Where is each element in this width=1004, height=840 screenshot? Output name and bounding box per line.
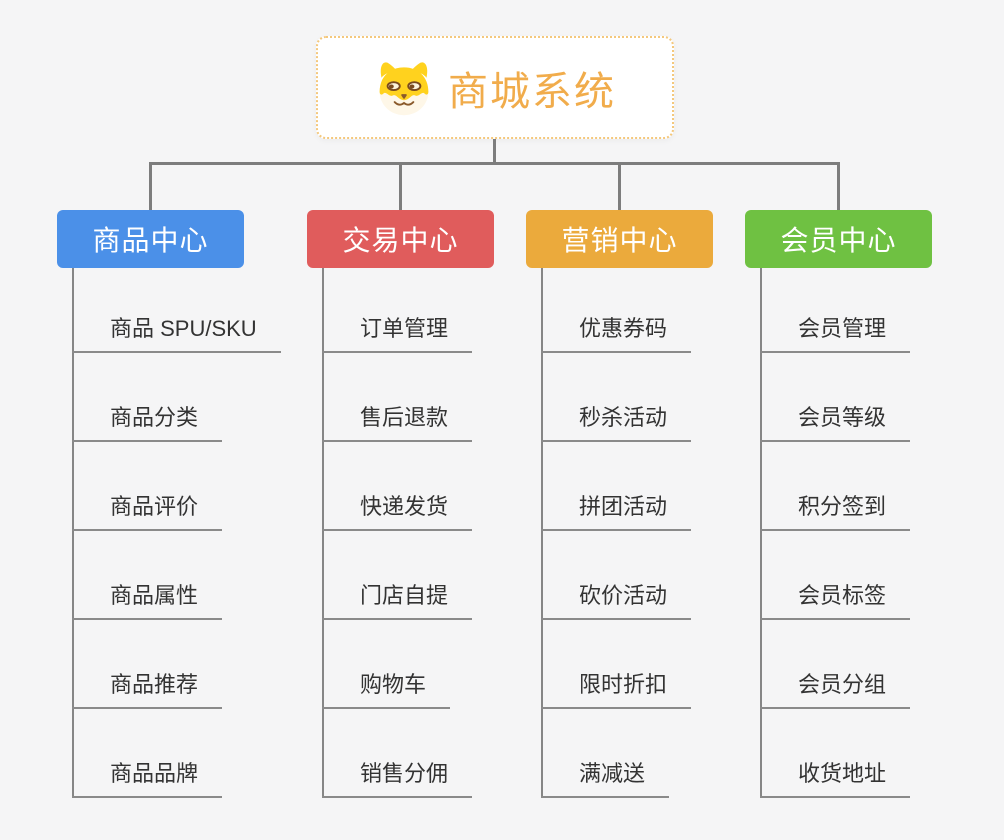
spine-trade-center xyxy=(322,268,324,798)
item-column-trade-center: 订单管理 售后退款 快递发货 门店自提 购物车 销售分佣 xyxy=(322,264,473,798)
leaf-item-order-management[interactable]: 订单管理 xyxy=(322,264,473,353)
leaf-item-member-management[interactable]: 会员管理 xyxy=(760,264,911,353)
item-column-member-center: 会员管理 会员等级 积分签到 会员标签 会员分组 收货地址 xyxy=(760,264,911,798)
connector-drop-product xyxy=(149,164,152,210)
branch-header-product-center[interactable]: 商品中心 xyxy=(57,210,244,268)
leaf-item-spend-and-save[interactable]: 满减送 xyxy=(541,709,670,798)
leaf-item-flash-sale[interactable]: 秒杀活动 xyxy=(541,353,692,442)
connector-drop-member xyxy=(837,164,840,210)
leaf-item-product-review[interactable]: 商品评价 xyxy=(72,442,223,531)
root-node-mall-system[interactable]: 商城系统 xyxy=(316,36,674,139)
leaf-item-points-checkin[interactable]: 积分签到 xyxy=(760,442,911,531)
leaf-item-product-category[interactable]: 商品分类 xyxy=(72,353,223,442)
connector-drop-trade xyxy=(399,164,402,210)
branch-header-marketing-center[interactable]: 营销中心 xyxy=(526,210,713,268)
leaf-item-member-level[interactable]: 会员等级 xyxy=(760,353,911,442)
connector-root-stub xyxy=(493,139,496,163)
leaf-item-member-groups[interactable]: 会员分组 xyxy=(760,620,911,709)
leaf-item-product-recommend[interactable]: 商品推荐 xyxy=(72,620,223,709)
connector-drop-marketing xyxy=(618,164,621,210)
spine-member-center xyxy=(760,268,762,798)
item-column-product-center: 商品 SPU/SKU 商品分类 商品评价 商品属性 商品推荐 商品品牌 xyxy=(72,264,281,798)
item-column-marketing-center: 优惠券码 秒杀活动 拼团活动 砍价活动 限时折扣 满减送 xyxy=(541,264,692,798)
root-title: 商城系统 xyxy=(448,69,616,114)
leaf-item-member-tags[interactable]: 会员标签 xyxy=(760,531,911,620)
leaf-item-coupon-code[interactable]: 优惠券码 xyxy=(541,264,692,353)
leaf-item-store-pickup[interactable]: 门店自提 xyxy=(322,531,473,620)
leaf-item-group-buy[interactable]: 拼团活动 xyxy=(541,442,692,531)
leaf-item-sales-commission[interactable]: 销售分佣 xyxy=(322,709,473,798)
leaf-item-limited-time-discount[interactable]: 限时折扣 xyxy=(541,620,692,709)
leaf-item-shopping-cart[interactable]: 购物车 xyxy=(322,620,451,709)
leaf-item-bargain-activity[interactable]: 砍价活动 xyxy=(541,531,692,620)
connector-horizontal-bar xyxy=(149,162,840,165)
leaf-item-product-spu-sku[interactable]: 商品 SPU/SKU xyxy=(72,264,281,353)
spine-product-center xyxy=(72,268,74,798)
spine-marketing-center xyxy=(541,268,543,798)
leaf-item-product-attribute[interactable]: 商品属性 xyxy=(72,531,223,620)
branch-header-member-center[interactable]: 会员中心 xyxy=(745,210,932,268)
branch-header-trade-center[interactable]: 交易中心 xyxy=(307,210,494,268)
leaf-item-after-sale-refund[interactable]: 售后退款 xyxy=(322,353,473,442)
leaf-item-express-delivery[interactable]: 快递发货 xyxy=(322,442,473,531)
shiba-dog-icon xyxy=(379,61,429,115)
leaf-item-product-brand[interactable]: 商品品牌 xyxy=(72,709,223,798)
leaf-item-shipping-address[interactable]: 收货地址 xyxy=(760,709,911,798)
